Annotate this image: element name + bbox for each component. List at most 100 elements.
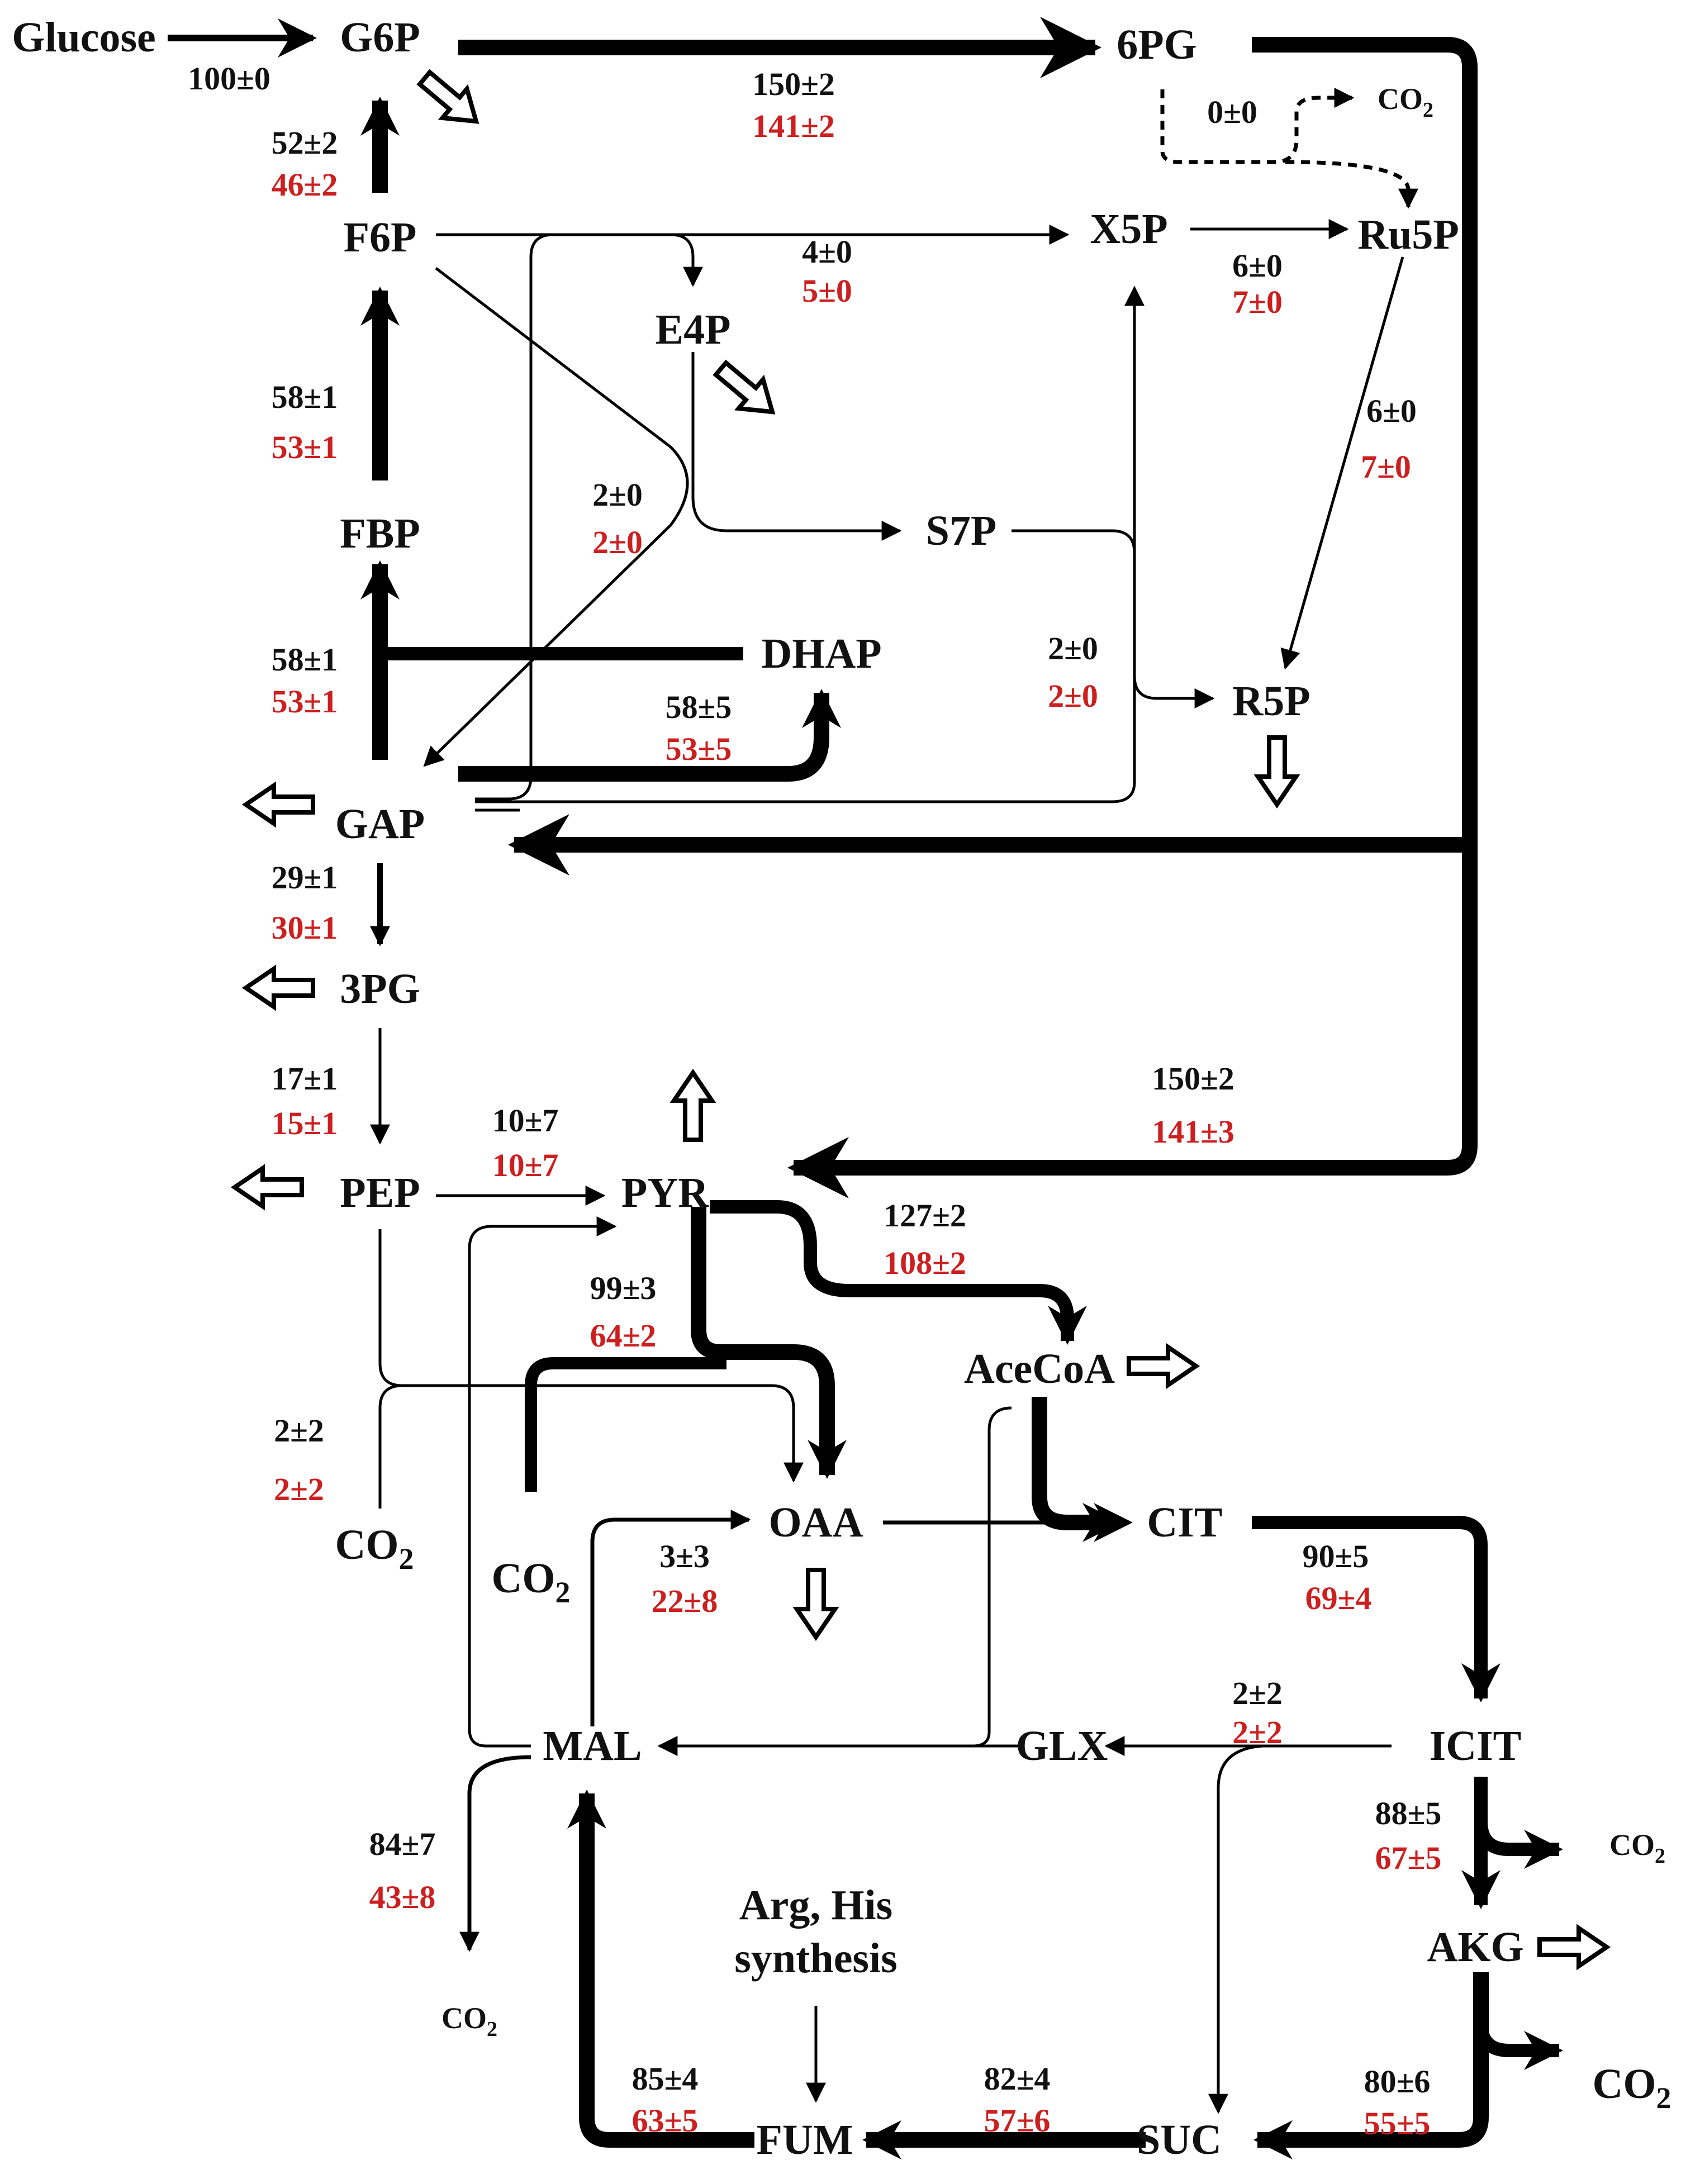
node-oaa: OAA (769, 1499, 863, 1546)
node-gap: GAP (335, 801, 425, 848)
flux-s7p-r5p-black: 2±0 (1048, 630, 1098, 667)
node-6pg: 6PG (1117, 21, 1197, 68)
edge-cit-icit (1252, 1516, 1500, 1702)
flux-g6p-6pg-black: 150±2 (752, 66, 835, 102)
flux-pyr-oaa-red: 64±2 (590, 1317, 657, 1354)
flux-ru5p-r5p-red: 7±0 (1361, 449, 1411, 485)
flux-fbp-f6p-black: 58±1 (272, 379, 338, 415)
label-arg-his: Arg, His (739, 1882, 892, 1929)
co2-mal: CO2 (441, 2001, 497, 2041)
edge-6pg-co2-dotted (1160, 88, 1355, 164)
outflow-3pg (241, 964, 315, 1011)
flux-pep-pyr-black: 10±7 (492, 1102, 559, 1139)
edge-ru5p-r5p (1280, 256, 1404, 670)
flux-mal-co2-black: 84±7 (369, 1826, 436, 1862)
flux-mal-oaa-black: 3±3 (659, 1538, 710, 1574)
edge-icit-suc (1208, 1744, 1264, 2114)
flux-3pg-pep-red: 15±1 (272, 1105, 338, 1141)
flux-gap-dhap-black: 58±5 (666, 689, 732, 725)
flux-tk-black: 4±0 (802, 234, 852, 270)
edge-fum-mal (567, 1790, 754, 2148)
node-fbp: FBP (340, 510, 420, 557)
flux-icit-akg-black: 88±5 (1375, 1795, 1442, 1831)
flux-suc-fum-black: 82±4 (984, 2061, 1051, 2097)
flux-ed-pyr-red: 141±3 (1152, 1114, 1234, 1150)
node-f6p: F6P (344, 214, 417, 261)
edge-co2-pepoaa (378, 1384, 403, 1509)
flux-fum-mal-black: 85±4 (632, 2061, 699, 2097)
co2-ox: CO2 (1378, 82, 1433, 122)
node-pep: PEP (340, 1169, 420, 1216)
flux-akg-suc-black: 80±6 (1364, 2063, 1431, 2100)
flux-icit-glx-red: 2±2 (1232, 1714, 1283, 1750)
node-suc: SUC (1137, 2116, 1222, 2163)
outflow-akg (1537, 1924, 1611, 1971)
edge-e4p-s7p (691, 352, 902, 541)
edge-gap-loop-f6p (475, 233, 554, 801)
edge-f6p-e4p (670, 233, 703, 287)
flux-x5p-ru5p-red: 7±0 (1232, 284, 1283, 320)
flux-x5p-ru5p-black: 6±0 (1232, 248, 1283, 284)
flux-cit-icit-red: 69±4 (1305, 1580, 1372, 1616)
flux-tk-red: 5±0 (802, 273, 852, 309)
node-g6p: G6P (340, 14, 420, 61)
edge-akg-co2 (1474, 2022, 1563, 2070)
edge-s7p-gap (475, 670, 1136, 803)
flux-ta-black: 2±0 (592, 477, 643, 513)
edge-ox-to-ru5p-dotted (1285, 160, 1418, 209)
edge-acecoa-cit (1032, 1397, 1122, 1542)
outflow-pep (230, 1164, 304, 1211)
outflow-gap (241, 781, 315, 828)
outflow-r5p (1253, 735, 1300, 809)
flux-gap-fbp-black: 58±1 (272, 641, 338, 678)
outflow-g6p (416, 69, 479, 124)
flux-ta-red: 2±0 (592, 524, 643, 560)
outflow-e4p (713, 359, 776, 415)
edge-mal-co2 (459, 1755, 531, 1952)
node-mal: MAL (543, 1723, 642, 1769)
flux-pyr-oaa-black: 99±3 (590, 1270, 657, 1306)
flux-suc-fum-red: 57±6 (984, 2102, 1051, 2139)
flux-pep-oaa-black: 2±2 (274, 1412, 324, 1449)
edge-co2-pyroaa (525, 1357, 726, 1492)
node-x5p: X5P (1090, 206, 1167, 253)
co2-pyr-oaa: CO2 (492, 1555, 571, 1609)
flux-ed-pyr-black: 150±2 (1152, 1060, 1234, 1097)
flux-mal-co2-red: 43±8 (369, 1879, 436, 1915)
edge-gap-dhap (458, 689, 841, 782)
flux-icit-glx-black: 2±2 (1232, 1675, 1283, 1711)
flux-icit-akg-red: 67±5 (1375, 1840, 1442, 1876)
outflow-pyr (669, 1068, 716, 1142)
flux-f6p-g6p-red: 46±2 (272, 166, 338, 203)
node-ru5p: Ru5P (1357, 211, 1459, 258)
flux-pep-oaa-red: 2±2 (274, 1471, 324, 1507)
node-3pg: 3PG (340, 965, 420, 1012)
node-fum: FUM (756, 2116, 853, 2163)
node-glx: GLX (1016, 1723, 1108, 1769)
outflow-acecoa (1127, 1343, 1200, 1390)
edge-icit-co2 (1474, 1821, 1563, 1869)
node-pyr: PYR (621, 1169, 709, 1216)
flux-fum-mal-red: 63±5 (632, 2102, 699, 2139)
co2-akg: CO2 (1593, 2061, 1671, 2115)
edge-pep-oaa (378, 1229, 804, 1483)
node-glucose: Glucose (12, 14, 156, 61)
flux-3pg-pep-black: 17±1 (272, 1060, 338, 1097)
edge-s7p-r5p (1012, 529, 1215, 708)
flux-glucose-g6p-black: 100±0 (188, 60, 270, 97)
flux-gap-dhap-red: 53±5 (666, 731, 732, 767)
edge-mal-pyr (468, 1216, 617, 1748)
node-akg: AKG (1427, 1924, 1523, 1971)
flux-akg-suc-red: 55±5 (1364, 2105, 1431, 2142)
edge-f6p-gap-diag (423, 267, 689, 767)
flux-pep-pyr-red: 10±7 (492, 1147, 559, 1183)
co2-pep-oaa: CO2 (335, 1521, 414, 1576)
node-dhap: DHAP (761, 630, 881, 677)
node-s7p: S7P (926, 507, 997, 554)
flux-cit-icit-black: 90±5 (1303, 1538, 1369, 1574)
node-e4p: E4P (655, 306, 730, 353)
flux-ru5p-r5p-black: 6±0 (1366, 393, 1417, 429)
flux-ox-co2-black: 0±0 (1207, 94, 1257, 130)
flux-gap-3pg-red: 30±1 (272, 910, 338, 946)
flux-pyr-acecoa-black: 127±2 (884, 1197, 966, 1234)
